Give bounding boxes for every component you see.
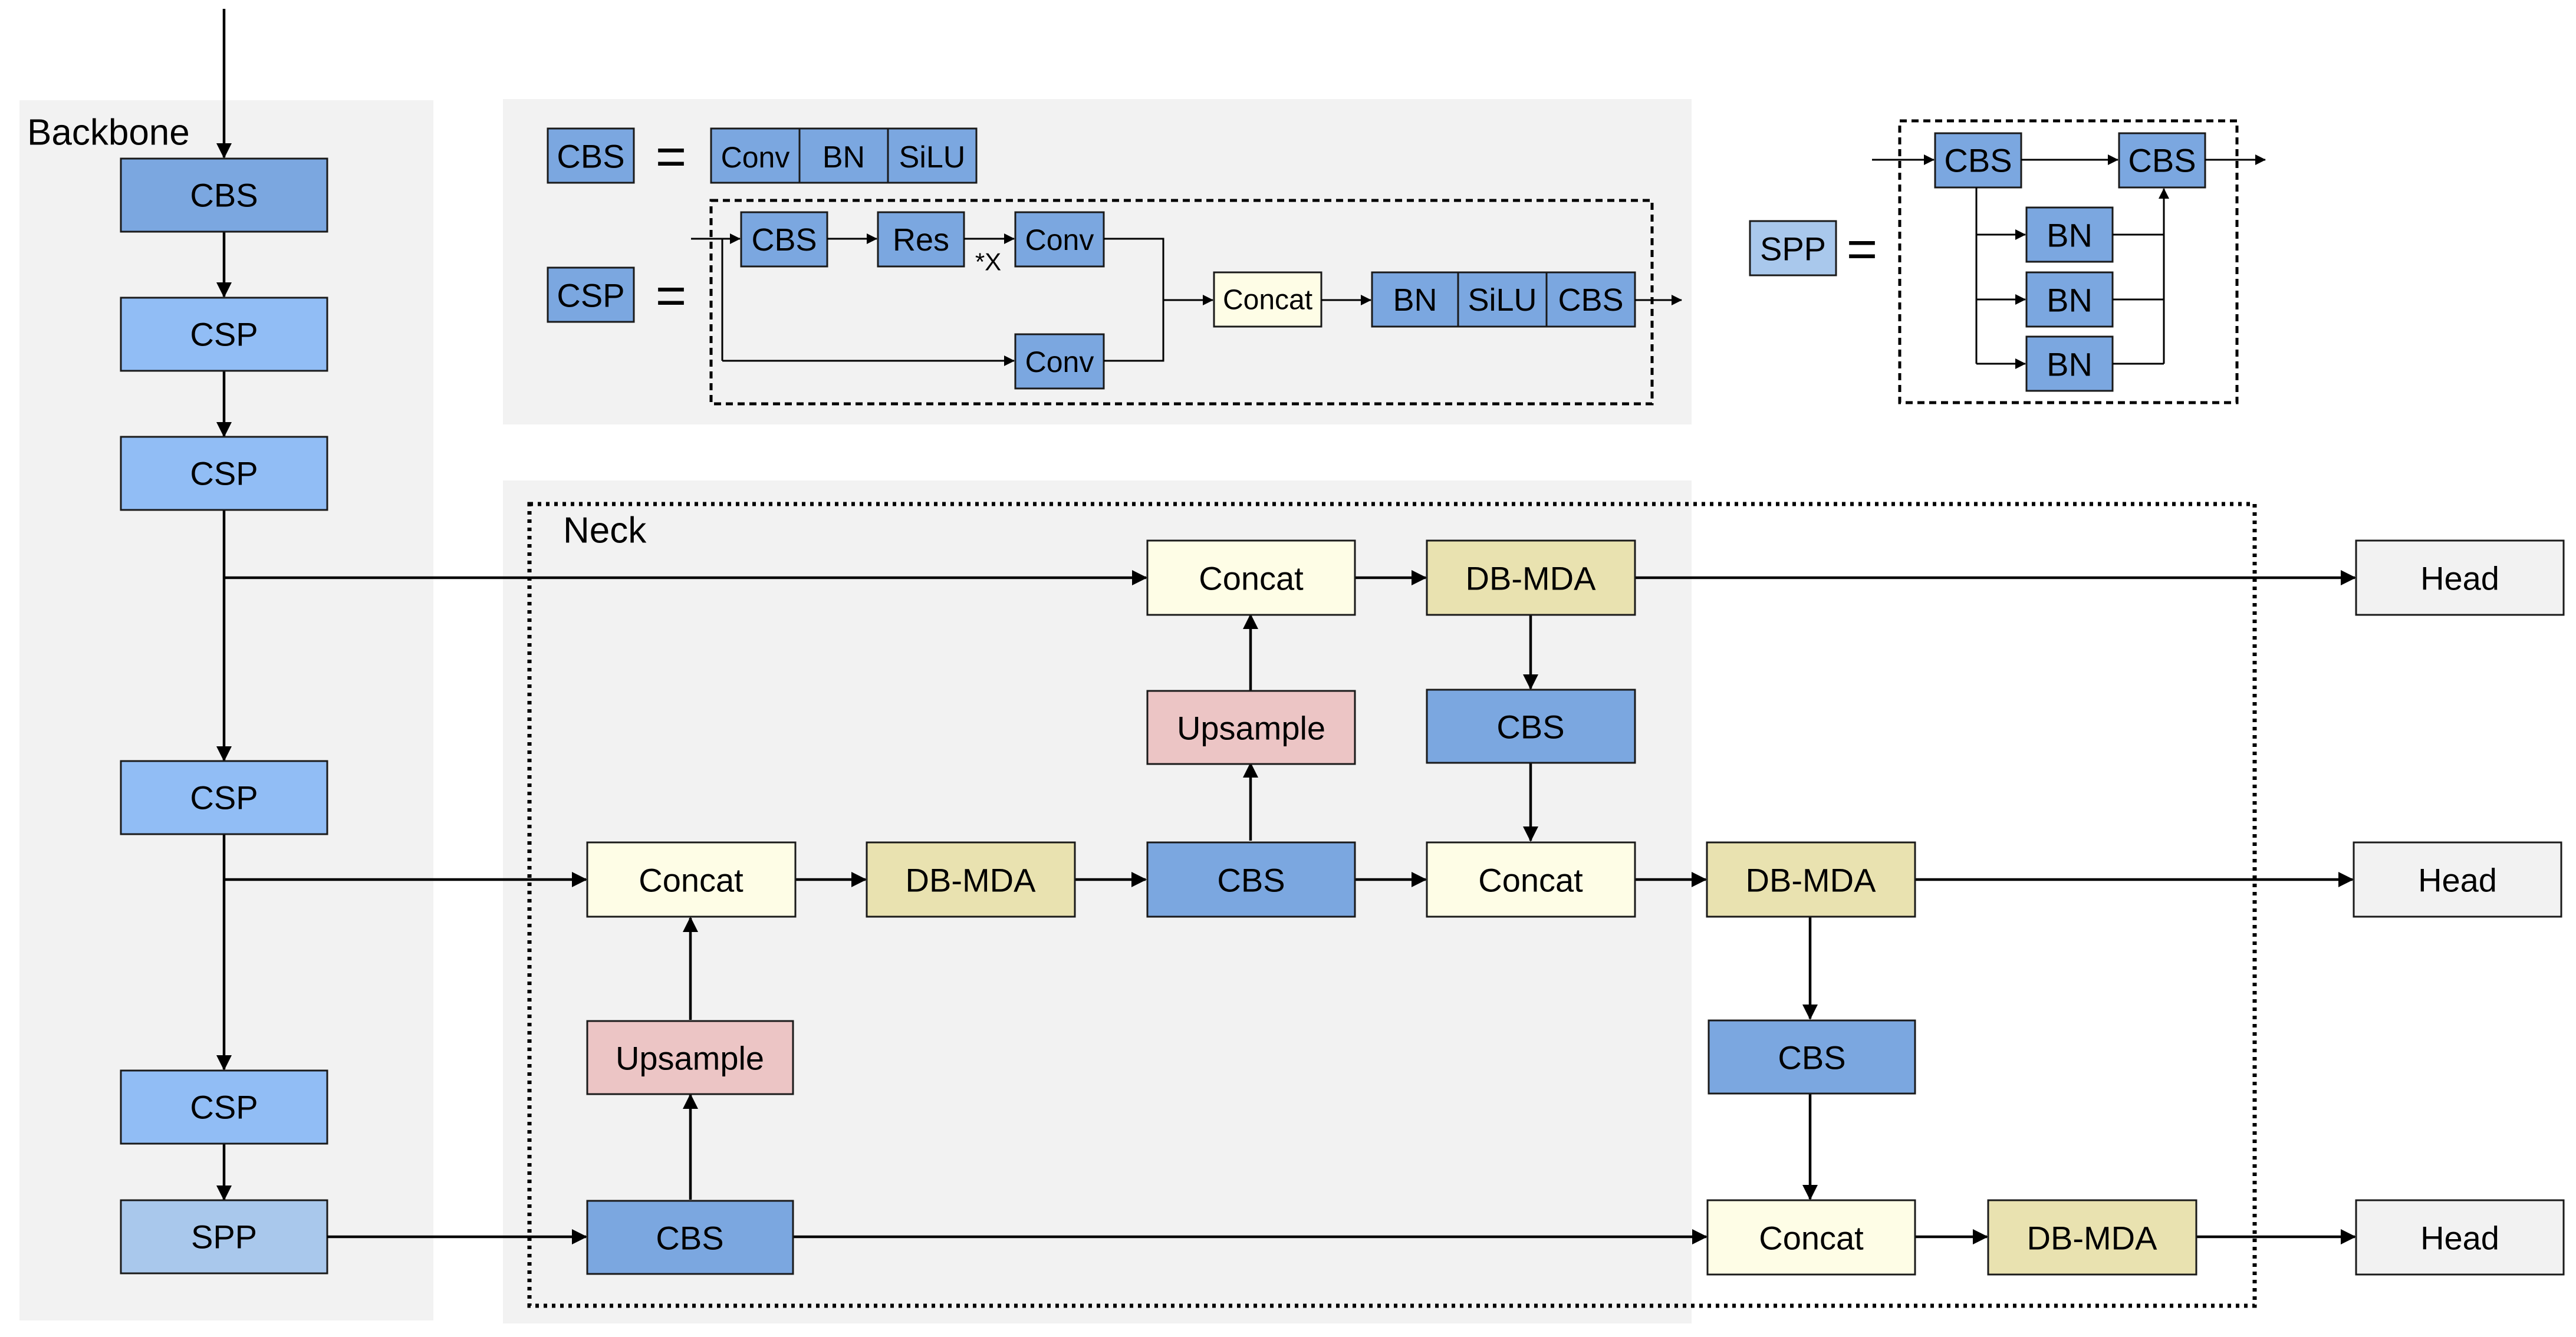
svg-text:BN: BN [823, 140, 865, 174]
svg-text:CBS: CBS [190, 177, 258, 214]
legend-cbs: CBS = Conv BN SiLU [547, 127, 978, 186]
svg-text:CBS: CBS [656, 1220, 723, 1257]
legend-csp: CSP = CBS Res *X Conv Conv Concat BN SiL… [547, 199, 1682, 406]
neck-upsample-top: Upsample [1146, 690, 1356, 765]
svg-text:BN: BN [2047, 346, 2093, 383]
svg-text:SiLU: SiLU [899, 140, 966, 174]
svg-text:Res: Res [893, 222, 949, 258]
svg-text:CSP: CSP [190, 1089, 258, 1126]
head-middle: Head [2353, 841, 2562, 918]
svg-text:BN: BN [1393, 282, 1437, 318]
neck-mid-dbmda-left: DB-MDA [866, 841, 1076, 918]
svg-text:CSP: CSP [190, 455, 258, 492]
svg-text:CSP: CSP [557, 277, 624, 314]
neck-bottom-concat: Concat [1706, 1199, 1916, 1276]
neck-upsample-bottom: Upsample [586, 1020, 794, 1095]
svg-text:CBS: CBS [2128, 142, 2196, 179]
svg-text:Conv: Conv [1025, 223, 1094, 256]
equals-sign-cbs: = [656, 127, 687, 186]
backbone-block-csp-2: CSP [120, 436, 328, 511]
svg-text:Conv: Conv [721, 141, 790, 174]
svg-text:Concat: Concat [1478, 862, 1583, 899]
svg-text:DB-MDA: DB-MDA [906, 862, 1037, 899]
neck-title: Neck [563, 511, 647, 551]
svg-text:DB-MDA: DB-MDA [2027, 1220, 2158, 1257]
svg-text:Concat: Concat [1759, 1220, 1864, 1257]
neck-top-dbmda: DB-MDA [1426, 539, 1636, 616]
neck-cbs-right-lower: CBS [1708, 1019, 1916, 1095]
equals-sign-csp: = [656, 266, 687, 325]
svg-text:CSP: CSP [190, 316, 258, 353]
neck-mid-dbmda-right: DB-MDA [1706, 841, 1916, 918]
svg-text:DB-MDA: DB-MDA [1466, 560, 1597, 597]
svg-text:Upsample: Upsample [1177, 710, 1325, 747]
backbone-title: Backbone [27, 113, 190, 153]
backbone-block-spp: SPP [120, 1199, 328, 1275]
svg-text:Upsample: Upsample [616, 1040, 764, 1077]
legend-spp: SPP = CBS CBS BN BN BN [1749, 119, 2266, 404]
neck-top-concat: Concat [1146, 539, 1356, 616]
svg-text:Concat: Concat [1223, 285, 1312, 316]
neck-bottom-cbs: CBS [586, 1200, 794, 1275]
svg-text:Head: Head [2420, 560, 2499, 597]
svg-text:CBS: CBS [1558, 282, 1623, 318]
svg-text:DB-MDA: DB-MDA [1746, 862, 1877, 899]
neck-bottom-dbmda: DB-MDA [1987, 1199, 2197, 1276]
repeat-label: *X [975, 248, 1001, 276]
svg-text:CBS: CBS [1496, 709, 1564, 746]
svg-text:SPP: SPP [1760, 230, 1826, 268]
equals-sign-spp: = [1847, 220, 1878, 279]
svg-text:CBS: CBS [1778, 1039, 1845, 1076]
neck-mid-concat-right: Concat [1426, 841, 1636, 918]
backbone-block-csp-4: CSP [120, 1069, 328, 1145]
svg-text:SiLU: SiLU [1468, 282, 1537, 318]
head-bottom: Head [2355, 1199, 2565, 1276]
svg-text:Head: Head [2418, 862, 2497, 899]
svg-text:CBS: CBS [751, 222, 817, 258]
svg-text:CBS: CBS [557, 138, 624, 175]
neck-cbs-right-upper: CBS [1426, 689, 1636, 764]
svg-text:CBS: CBS [1217, 862, 1285, 899]
backbone-block-csp-3: CSP [120, 760, 328, 835]
svg-text:CBS: CBS [1944, 142, 2012, 179]
backbone-block-csp-1: CSP [120, 297, 328, 372]
neck-mid-concat-left: Concat [586, 841, 797, 918]
neck-connections [224, 570, 2356, 1244]
svg-text:Conv: Conv [1025, 345, 1094, 378]
head-top: Head [2355, 539, 2565, 616]
svg-text:BN: BN [2047, 217, 2093, 254]
svg-text:Concat: Concat [639, 862, 743, 899]
backbone-block-cbs: CBS [120, 157, 328, 233]
neck-mid-cbs: CBS [1146, 841, 1356, 918]
svg-text:Concat: Concat [1199, 560, 1304, 597]
svg-text:SPP: SPP [191, 1219, 257, 1256]
svg-text:BN: BN [2047, 282, 2093, 319]
svg-text:Head: Head [2420, 1220, 2499, 1257]
svg-text:CSP: CSP [190, 779, 258, 816]
